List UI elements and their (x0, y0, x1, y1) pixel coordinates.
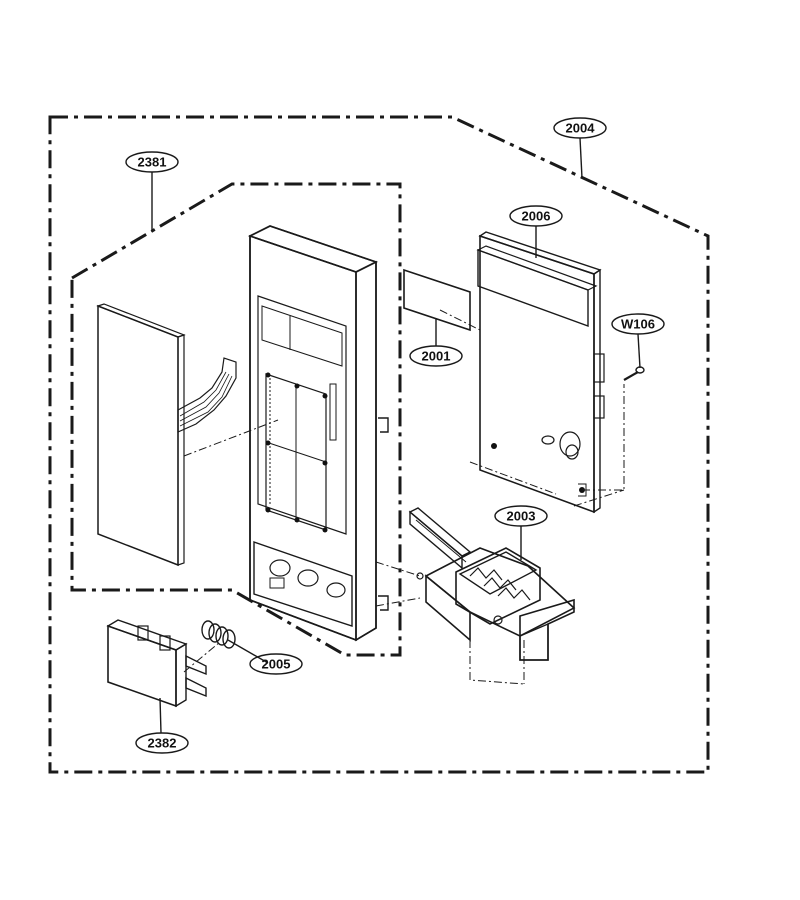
callout-2381: 2381 (125, 151, 179, 173)
screw-dot (294, 517, 300, 523)
screw-dot (322, 393, 328, 399)
callout-w106-label: W106 (621, 317, 655, 332)
assembly-leader-lines (183, 309, 625, 685)
callout-2006-label: 2006 (522, 209, 551, 224)
callout-2005: 2005 (249, 653, 303, 675)
screw (623, 366, 645, 381)
screw-dot (322, 527, 328, 533)
mount-hole (491, 443, 497, 449)
callout-2004: 2004 (553, 117, 607, 139)
callout-2382: 2382 (135, 732, 189, 754)
callout-2006: 2006 (509, 205, 563, 227)
screw-dot (265, 507, 271, 513)
callout-2005-label: 2005 (262, 657, 291, 672)
insulator-sheet (403, 268, 471, 332)
spring (201, 620, 236, 649)
callout-2001-label: 2001 (422, 349, 451, 364)
screw-dot (265, 372, 271, 378)
callout-leaders (151, 137, 641, 734)
pcb-board (476, 231, 605, 514)
screw-dot (294, 383, 300, 389)
control-panel-frame (247, 225, 389, 642)
door-release-button (106, 619, 207, 708)
membrane-keypad (96, 303, 186, 567)
callout-2003-label: 2003 (507, 509, 536, 524)
inner-subassembly-boundary (70, 182, 402, 657)
latch-assembly (408, 507, 576, 661)
screw-dot (265, 440, 271, 446)
screw-dot (322, 460, 328, 466)
callout-2003: 2003 (494, 505, 548, 527)
callout-2381-label: 2381 (138, 155, 167, 170)
callout-2382-label: 2382 (148, 736, 177, 751)
callout-2001: 2001 (409, 345, 463, 367)
callout-w106: W106 (611, 313, 665, 335)
outer-assembly-boundary (48, 115, 710, 774)
callout-2004-label: 2004 (566, 121, 596, 136)
ribbon-cable (177, 357, 237, 433)
